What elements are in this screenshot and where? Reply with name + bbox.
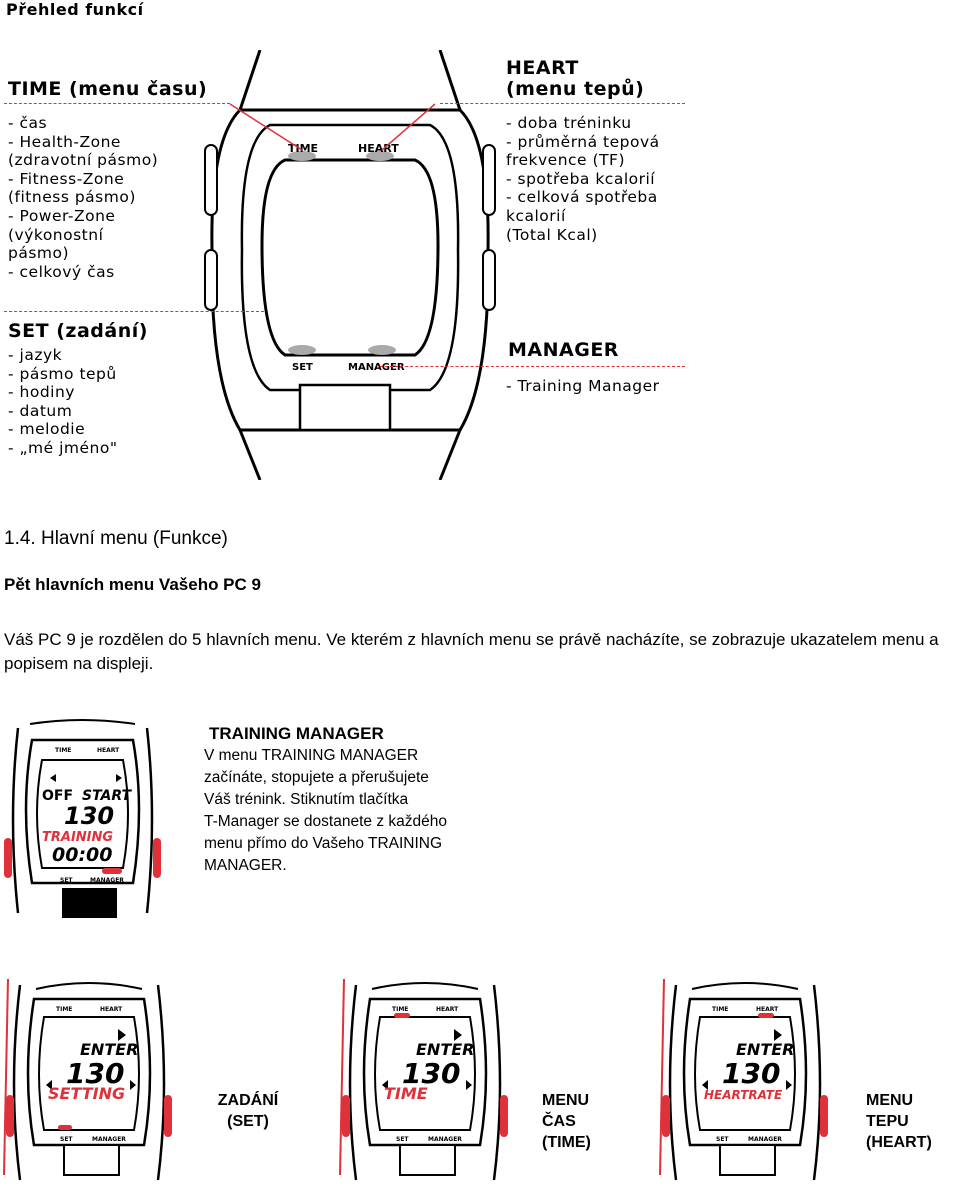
training-manager-line: V menu TRAINING MANAGER [204,747,419,764]
set-menu-item: - „mé jméno" [8,438,118,457]
heart-menu-item: - průměrná tepová [506,132,660,151]
training-manager-line: MANAGER. [204,857,287,874]
tiny-time-label: TIME [712,1006,728,1013]
set-menu-items: - jazyk- pásmo tepů- hodiny- datum- melo… [8,346,118,458]
set-menu-item: - hodiny [8,383,75,402]
tm-display-mode: TRAINING [42,830,113,845]
tiny-set-label: SET [396,1136,409,1143]
set-menu-item: - pásmo tepů [8,364,117,383]
time-menu-item: (výkonostní [8,225,104,244]
display-number: 130 [402,1057,460,1090]
display-mode: TIME [384,1084,428,1103]
tm-tiny-set: SET [60,877,73,884]
training-manager-description: V menu TRAINING MANAGER začínáte, stopuje… [204,745,447,877]
tm-display-counter: 00:00 [52,844,112,866]
tm-display-number: 130 [64,802,114,830]
time-divider [4,103,230,104]
tiny-manager-label: MANAGER [748,1136,782,1143]
display-number: 130 [722,1057,780,1090]
tiny-manager-label: MANAGER [428,1136,462,1143]
tiny-heart-label: HEART [756,1006,779,1013]
watch-label-manager: MANAGER [348,362,405,373]
tm-tiny-time: TIME [55,747,71,754]
heart-menu-item: - doba tréninku [506,114,632,132]
watch-caption-line: MENU [542,1092,590,1109]
watch-caption-line: ZADÁNÍ [217,1092,279,1109]
set-menu-item: - jazyk [8,346,63,364]
heart-menu-item: - spotřeba kcalorií [506,169,656,188]
heart-menu-items: - doba tréninku- průměrná tepová frekven… [506,114,660,244]
time-menu-item: - Fitness-Zone [8,169,125,188]
heart-menu-item: kcalorií [506,206,566,225]
tm-display-off: OFF [42,788,73,804]
heart-divider [440,103,685,104]
caption-time: MENU ČAS (TIME) [542,1090,612,1153]
caption-heart: MENU TEPU (HEART) [866,1090,956,1153]
time-menu-item: - Power-Zone [8,206,116,225]
time-menu-title: TIME (menu času) [8,78,208,100]
training-manager-line: menu přímo do Vašeho TRAINING [204,835,443,852]
display-enter: ENTER [736,1040,794,1059]
tiny-heart-label: HEART [436,1006,459,1013]
caption-set: ZADÁNÍ (SET) [208,1090,288,1132]
time-menu-item: - čas [8,114,48,132]
time-menu-items: - čas- Health-Zone (zdravotní pásmo)- Fi… [8,114,158,281]
display-mode: SETTING [48,1084,125,1103]
tm-tiny-heart: HEART [97,747,120,754]
tiny-time-label: TIME [392,1006,408,1013]
tiny-set-label: SET [716,1136,729,1143]
display-mode: HEARTRATE [704,1088,783,1102]
manager-divider [380,366,685,367]
time-menu-item: (fitness pásmo) [8,188,136,207]
set-divider [4,311,264,312]
training-manager-line: T-Manager se dostanete z každého [204,813,447,830]
training-manager-title: TRAINING MANAGER [209,724,384,743]
watch-label-set: SET [292,362,313,373]
subheading: Pět hlavních menu Vašeho PC 9 [4,575,261,594]
training-manager-line: začínáte, stopujete a přerušujete [204,769,429,786]
tiny-set-label: SET [60,1136,73,1143]
training-manager-watch: TIME HEART SET MANAGER OFF START 130 TRA… [4,719,161,918]
set-menu-title: SET (zadání) [8,320,148,342]
tiny-manager-label: MANAGER [92,1136,126,1143]
watch-caption-line: (HEART) [866,1134,932,1151]
manager-menu-title: MANAGER [508,339,619,361]
tiny-heart-label: HEART [100,1006,123,1013]
tiny-time-label: TIME [56,1006,72,1013]
time-menu-item: pásmo) [8,244,70,263]
tm-tiny-manager: MANAGER [90,877,124,884]
time-menu-item: (zdravotní pásmo) [8,151,159,170]
intro-paragraph: Váš PC 9 je rozdělen do 5 hlavních menu.… [4,630,939,673]
section-heading: 1.4. Hlavní menu (Funkce) [4,528,228,549]
set-menu-item: - melodie [8,420,86,439]
heart-menu-item: - celková spotřeba [506,188,658,207]
manager-menu-item: - Training Manager [506,377,660,395]
display-enter: ENTER [416,1040,474,1059]
tm-display-start: START [82,788,133,804]
time-menu-item: - Health-Zone [8,132,121,151]
training-manager-line: Váš trénink. Stiknutím tlačítka [204,791,409,808]
manager-menu-items: - Training Manager [506,377,660,396]
heart-menu-item: frekvence (TF) [506,151,625,170]
heart-menu-item: (Total Kcal) [506,225,598,244]
heart-menu-title: HEART [506,57,579,79]
figure-header: Přehled funkcí [6,0,144,19]
watch-caption-line: MENU [866,1092,914,1109]
display-enter: ENTER [80,1040,138,1059]
watch-caption-line: ČAS [542,1113,576,1130]
display-number: 130 [66,1057,124,1090]
watch-illustration: TIME HEART SET MANAGER [204,50,496,480]
heart-menu-subtitle: (menu tepů) [506,78,645,100]
watch-caption-line: (TIME) [542,1134,591,1151]
watch-caption-line: (SET) [227,1113,269,1130]
watch-caption-line: TEPU [866,1113,909,1130]
set-menu-item: - datum [8,401,73,420]
time-menu-item: - celkový čas [8,262,115,281]
watch-label-heart: HEART [358,142,399,155]
